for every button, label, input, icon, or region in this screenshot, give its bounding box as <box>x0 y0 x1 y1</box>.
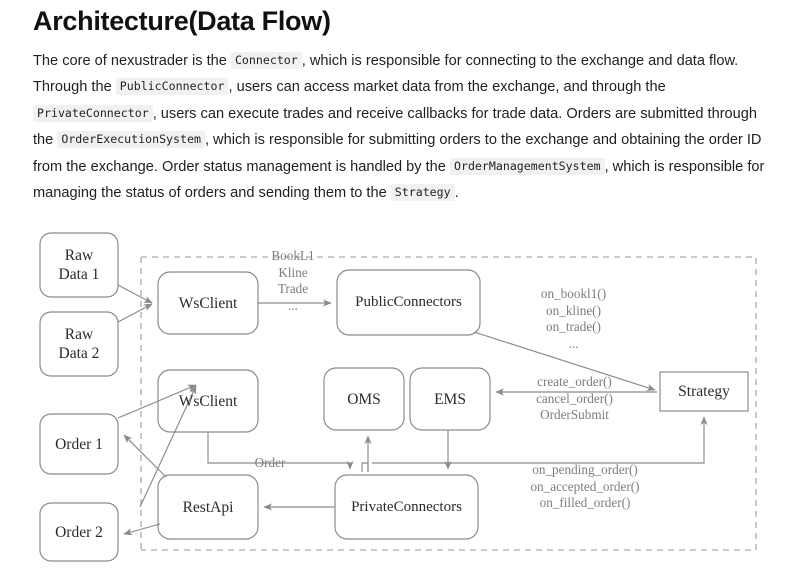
node-ems <box>409 367 491 431</box>
node-raw-data-1 <box>39 232 119 298</box>
node-rest-api <box>157 474 259 540</box>
edge-rawdata1-to-wsclient <box>117 284 153 304</box>
node-order-1 <box>39 413 119 475</box>
edge-rawdata2-to-wsclient <box>117 303 153 323</box>
edge-oms-to-strategy <box>372 416 708 464</box>
node-private-connectors <box>334 474 479 540</box>
edge-order2-to-wsclient <box>139 385 197 508</box>
node-raw-data-2 <box>39 311 119 377</box>
edge-restapi-to-order2 <box>123 523 161 536</box>
inline-code: OrderManagementSystem <box>449 157 605 175</box>
inline-code: OrderExecutionSystem <box>57 131 205 149</box>
inline-code: PrivateConnector <box>33 104 153 122</box>
edge-order1-to-wsclient <box>117 384 197 419</box>
node-oms <box>323 367 405 431</box>
inline-code: Connector <box>230 52 302 69</box>
inline-code: Strategy <box>390 184 455 202</box>
edge-publicconnectors-to-strategy <box>473 331 656 391</box>
inline-code: PublicConnector <box>115 78 229 96</box>
node-ws-client-private <box>157 369 259 433</box>
intro-paragraph: The core of nexustrader is the Connector… <box>33 52 765 202</box>
diagram-canvas <box>39 232 757 562</box>
edge-wsclient-to-privateconnectors <box>207 432 354 470</box>
node-ws-client-public <box>157 271 259 335</box>
edge-restapi-to-order1 <box>123 434 167 478</box>
page-title: Architecture(Data Flow) <box>33 6 331 36</box>
node-strategy <box>659 371 749 412</box>
system-boundary <box>141 256 757 551</box>
node-public-connectors <box>336 269 481 336</box>
node-order-2 <box>39 502 119 562</box>
